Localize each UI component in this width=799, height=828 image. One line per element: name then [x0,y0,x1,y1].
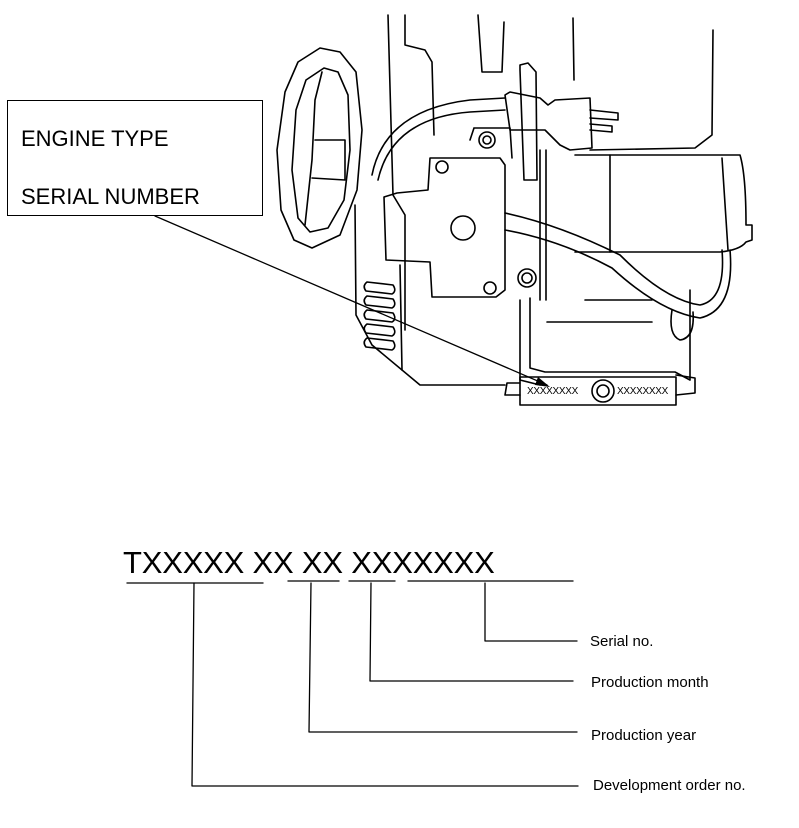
bracket-bolt-top [478,131,496,149]
plug-cap [504,91,593,151]
legend-production-year: Production year [591,727,697,744]
leader-year [308,582,578,733]
legend-development-order: Development order no. [593,777,746,794]
cable-bottom-inner [504,229,732,319]
cover-bolt-3 [483,281,497,295]
housing-left [354,204,506,386]
body-vertical [519,149,547,386]
legend-serial-no: Serial no. [590,633,654,650]
engine-label-box: ENGINE TYPE SERIAL NUMBER [7,100,263,216]
plate-bolt-outer [591,379,615,403]
cooling-slot-2 [363,295,396,309]
leader-arrowhead [535,377,550,387]
cover-bracket [469,127,513,159]
bracket-bolt-bottom [517,268,537,288]
cable-bottom [504,212,724,306]
plate-left-text: XXXXXXXX [527,386,578,397]
bracket-bolt-top-inner [482,135,492,145]
bracket-bolt-bottom-inner [521,272,533,284]
starter-handle [304,71,346,226]
leader-serial [484,582,578,642]
plate-bolt-inner [596,384,610,398]
frame-right-outer [589,29,714,151]
cooling-slot-4 [363,323,396,337]
frame-outline-2 [404,14,435,136]
ignition-cover [383,157,506,298]
motor-band [609,154,729,253]
plate-right-text: XXXXXXXX [617,386,668,397]
cooling-slot-5 [363,337,396,351]
housing-inner-line [399,264,403,371]
plug-clip [519,62,538,181]
lower-block [529,289,691,381]
serial-code-format: TXXXXX XX XX XXXXXXX [123,545,495,580]
leader-line [154,215,548,386]
serial-plate [519,376,677,406]
leader-month [369,582,574,682]
cover-bolt-2 [450,215,476,241]
cable-top [371,97,506,176]
serial-number-label: SERIAL NUMBER [21,184,200,209]
cable-top-inner [377,109,506,181]
oil-cap [670,309,695,341]
starter-ring-outer [276,47,363,249]
cooling-slot-1 [363,281,396,295]
frame-notch [477,14,505,73]
plate-foot-left [504,382,521,396]
engine-type-label: ENGINE TYPE [21,126,169,151]
cooling-slot-3 [363,309,396,323]
lower-lines [546,299,653,323]
leader-development [191,582,579,787]
plug-pins [589,109,619,133]
frame-outline [387,14,406,331]
cover-bolt-1 [435,160,449,174]
starter-ring-inner [291,67,351,233]
frame-right-edge [572,17,575,81]
plate-foot-right [675,374,696,396]
legend-production-month: Production month [591,674,709,691]
